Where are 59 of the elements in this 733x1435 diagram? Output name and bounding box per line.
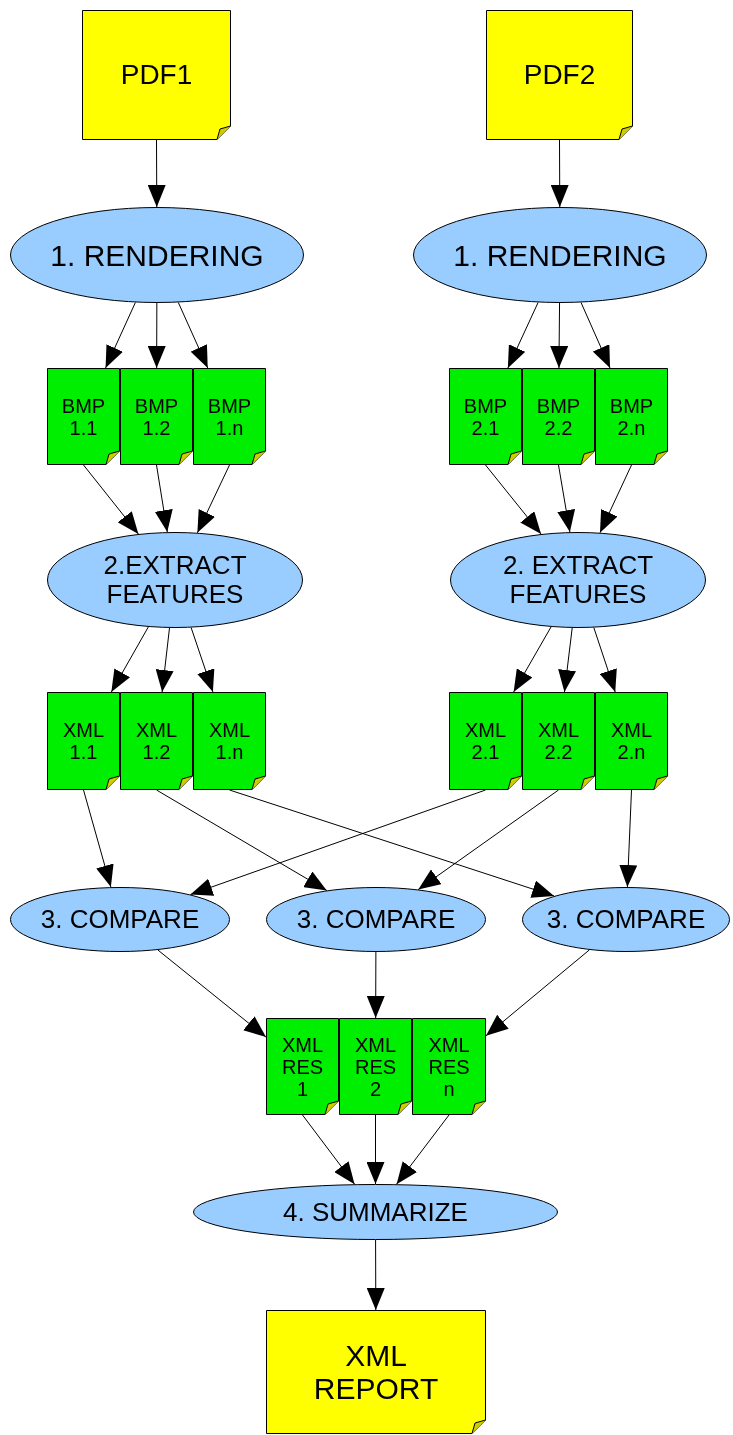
node-label: XML 1.n	[207, 719, 252, 763]
arrow	[156, 789, 328, 891]
arrow	[396, 1114, 450, 1185]
arrow	[417, 789, 559, 890]
node-label: BMP 2.n	[608, 394, 655, 439]
node-label: BMP 2.1	[462, 394, 509, 439]
node-label: PDF2	[523, 59, 596, 91]
node-label: XML 2.1	[463, 719, 508, 763]
arrow	[177, 302, 209, 369]
arrow	[550, 302, 569, 369]
arrow	[513, 626, 552, 693]
node-label: 1. RENDERING	[50, 238, 264, 272]
arrow	[155, 627, 174, 693]
node-label: BMP 2.2	[535, 394, 582, 439]
arrow	[147, 302, 166, 369]
node-label: XML 1.2	[134, 719, 179, 763]
node-label: 3. COMPARE	[40, 905, 200, 934]
node-label: 2.EXTRACT FEATURES	[102, 551, 248, 609]
node-label: XML REPORT	[312, 1339, 440, 1405]
node-label: 3. COMPARE	[546, 905, 706, 934]
arrow	[302, 1114, 356, 1185]
arrow	[157, 949, 267, 1038]
arrow	[189, 789, 486, 896]
node-label: XML 2.2	[536, 719, 581, 763]
node-label: 2. EXTRACT FEATURES	[501, 551, 655, 609]
arrow	[366, 1239, 385, 1311]
node-label: XML 2.n	[609, 719, 654, 763]
node-label: BMP 1.1	[60, 394, 107, 439]
arrow	[110, 626, 149, 693]
node-label: BMP 1.2	[133, 394, 180, 439]
arrow	[485, 949, 590, 1037]
arrow	[366, 951, 385, 1019]
node-label: PDF1	[120, 59, 193, 91]
arrow	[147, 139, 166, 208]
arrow	[366, 1114, 385, 1185]
arrow	[557, 464, 576, 533]
arrow	[507, 301, 539, 369]
arrow	[190, 627, 215, 693]
arrow	[550, 139, 569, 208]
arrow	[83, 789, 114, 888]
arrow	[599, 464, 632, 534]
arrow	[83, 464, 139, 535]
node-label: 1. RENDERING	[453, 238, 667, 272]
node-label: BMP 1.n	[206, 394, 253, 439]
arrow	[105, 302, 136, 369]
arrow	[485, 464, 542, 535]
node-label: 4. SUMMARIZE	[283, 1197, 468, 1227]
node-label: XML RES 1	[280, 1033, 325, 1100]
arrow	[558, 627, 576, 693]
node-label: XML RES n	[427, 1033, 471, 1100]
node-label: XML RES 2	[353, 1033, 398, 1100]
arrow	[154, 464, 173, 533]
arrow	[593, 627, 617, 693]
node-label: XML 1.1	[61, 719, 106, 763]
arrow	[580, 302, 611, 369]
arrow	[619, 789, 638, 888]
arrow	[229, 789, 555, 898]
node-label: 3. COMPARE	[296, 905, 456, 934]
arrow	[196, 464, 230, 534]
